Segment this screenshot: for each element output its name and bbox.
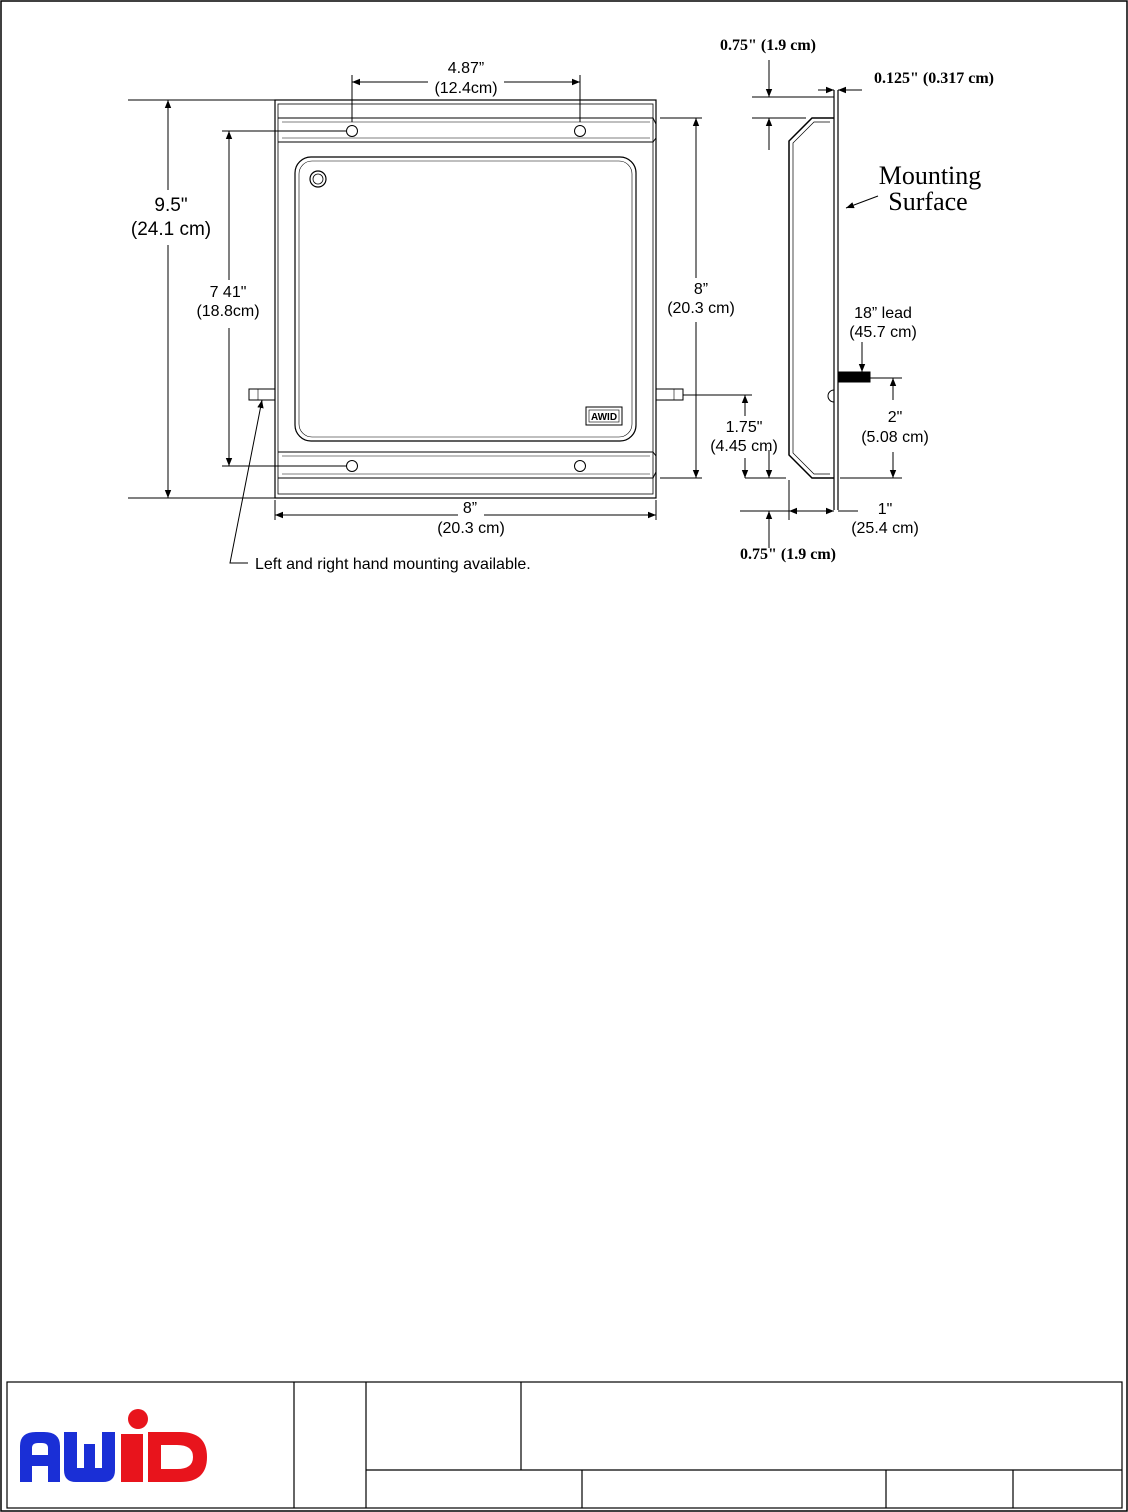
lead-length-in: 18” lead [854, 305, 912, 322]
dim-width-top-cm: (12.4cm) [434, 80, 497, 97]
right-connector [656, 389, 683, 400]
lead-length-cm: (45.7 cm) [849, 324, 917, 341]
dim-width-bottom-cm: (20.3 cm) [437, 520, 505, 537]
dim-width-top-in: 4.87” [448, 60, 484, 77]
mounting-hole-icon [575, 126, 586, 137]
dim-height-total-in: 9.5" [154, 195, 187, 216]
dim-side-top: 0.75" (1.9 cm) [720, 37, 816, 54]
dim-lead-height-in: 2" [888, 409, 903, 426]
logo-text: AWID [109, 1498, 115, 1501]
front-panel [295, 157, 636, 441]
indicator-icon [310, 171, 326, 187]
mounting-note: Left and right hand mounting available. [255, 556, 531, 573]
dim-connector-cm: (4.45 cm) [710, 438, 778, 455]
mounting-hole-icon [575, 461, 586, 472]
dim-plate-thickness: 0.125" (0.317 cm) [874, 70, 994, 87]
dim-hole-spacing-in: 7 41" [210, 284, 247, 301]
dim-height-total-cm: (24.1 cm) [131, 219, 211, 240]
mounting-surface-line2: Surface [888, 187, 967, 216]
side-view [789, 90, 870, 510]
awid-logo [20, 1409, 207, 1482]
mounting-surface-line1: Mounting [879, 161, 982, 190]
left-connector [249, 389, 275, 400]
dim-depth-in: 1" [878, 501, 893, 518]
dim-connector-in: 1.75" [726, 419, 763, 436]
dim-side-bottom: 0.75" (1.9 cm) [740, 546, 836, 563]
dim-depth-cm: (25.4 cm) [851, 520, 919, 537]
dim-hole-spacing-cm: (18.8cm) [196, 303, 259, 320]
mounting-hole-icon [347, 126, 358, 137]
dim-width-bottom-in: 8” [463, 500, 477, 517]
dim-height-right-cm: (20.3 cm) [667, 300, 735, 317]
front-view [249, 100, 683, 498]
dim-height-right-in: 8” [694, 281, 708, 298]
housing-outline [275, 100, 656, 498]
badge-label: AWID [591, 412, 617, 423]
lead-cable [838, 372, 870, 382]
dim-lead-height-cm: (5.08 cm) [861, 429, 929, 446]
mounting-hole-icon [347, 461, 358, 472]
